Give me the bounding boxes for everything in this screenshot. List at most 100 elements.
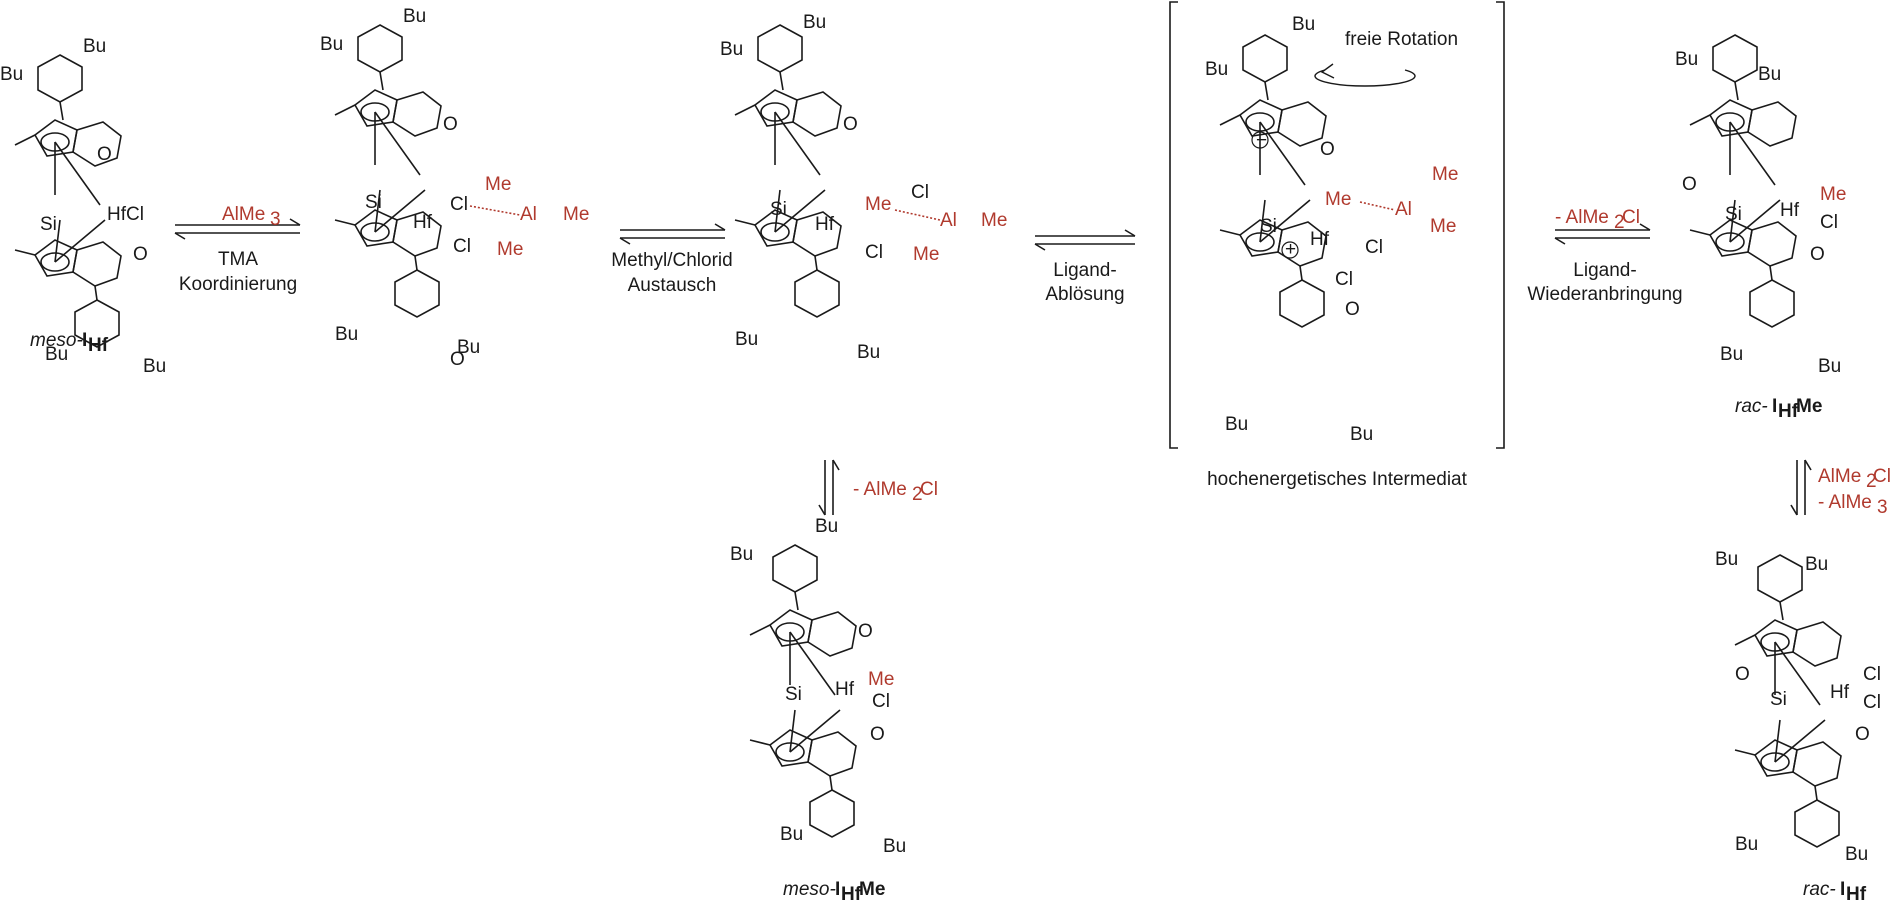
tbu-label: Bu [1715,549,1738,570]
wiederanbringung-label: Wiederanbringung [1527,284,1682,305]
me-label: Me [865,194,891,215]
si-label: Si [1770,689,1787,710]
o-label: O [443,114,458,135]
tbu-label: Bu [730,544,753,565]
o-label: O [1855,724,1870,745]
me-label: Me [497,239,523,260]
svg-text:−: − [1256,130,1267,151]
hf-label: Hf [815,214,835,235]
structure-intermediate: Bu Bu − Si + Hf Me Al Me Me Cl Cl O O Bu… [1205,14,1458,445]
tbu-label: Bu [1818,356,1841,377]
tbu-label: Bu [1292,14,1315,35]
caption-rac: rac- [1803,879,1836,900]
tbu-label: Bu [780,824,803,845]
svg-text:Cl: Cl [920,479,938,500]
tbu-label: Bu [1845,844,1868,865]
minus-almecl-label-2: - AlMe [1555,207,1609,228]
svg-text:Me: Me [1796,396,1822,417]
svg-text:Hf: Hf [1778,401,1799,422]
svg-text:3: 3 [270,209,281,230]
tbu-label: Bu [1720,344,1743,365]
cl-label: Cl [872,691,890,712]
tbu-label: Bu [1225,414,1248,435]
cl-label: Cl [1820,212,1838,233]
cl-label: Cl [1335,269,1353,290]
almeme3-label: AlMe [222,204,265,225]
tbu-label: Bu [335,324,358,345]
structure-tma-adduct: Bu Bu Si Hf Cl Cl Me Al Me Me O O Bu Bu [320,6,589,370]
o-label: O [450,349,465,370]
ligand-label: Ligand- [1053,260,1116,281]
equilibrium-arrow-vertical-1 [818,459,840,516]
hfcl2-label: HfCl [107,204,144,225]
al-label: Al [520,204,537,225]
equilibrium-arrow-vertical-2 [1790,459,1812,516]
austausch-label: Austausch [628,275,717,296]
tbu-label: Bu [1205,59,1228,80]
caption-meso-sub: Hf [88,335,109,356]
tbu-label: Bu [320,34,343,55]
me-label: Me [868,669,894,690]
svg-text:2: 2 [1866,471,1877,492]
tbu-label: Bu [815,516,838,537]
o-label: O [858,621,873,642]
svg-text:Hf: Hf [841,884,862,903]
tbu-label: Bu [1350,424,1373,445]
tbu-label: Bu [457,337,480,358]
svg-text:Me: Me [859,879,885,900]
tbu-label: Bu [83,36,106,57]
o-label: O [1735,664,1750,685]
si-label: Si [1725,204,1742,225]
tbu-label: Bu [0,64,23,85]
cl-label: Cl [1365,237,1383,258]
minus-almeme3-label: - AlMe [1818,492,1872,513]
structure-meso-ihf: Bu Bu Si HfCl O O Bu Bu [0,36,166,377]
me-label: Me [1820,184,1846,205]
cl-label: Cl [450,194,468,215]
me-label: Me [1325,189,1351,210]
si-label: Si [40,214,57,235]
cl-label: Cl [865,242,883,263]
svg-text:Cl: Cl [1873,466,1891,487]
o-label: O [133,244,148,265]
tbu-label: Bu [403,6,426,27]
svg-text:Cl: Cl [1622,207,1640,228]
svg-text:3: 3 [1877,497,1888,518]
hf-label: Hf [1310,229,1330,250]
minus-almecl-label: - AlMe [853,479,907,500]
tbu-label: Bu [883,836,906,857]
hf-label: Hf [1830,682,1850,703]
tbu-label: Bu [1675,49,1698,70]
abloesung-label: Ablösung [1045,284,1124,305]
intermediate-caption: hochenergetisches Intermediat [1207,469,1468,490]
o-label: O [97,144,112,165]
tbu-label: Bu [720,39,743,60]
structure-methyl-exchange: Bu Bu Si Hf Me Cl Cl Al Me Me O Bu Bu [720,12,1007,363]
tbu-label: Bu [1735,834,1758,855]
tma-label: TMA [218,249,258,270]
al-label: Al [1395,199,1412,220]
me-label: Me [981,210,1007,231]
equilibrium-arrow-4 [1554,223,1651,245]
tbu-label: Bu [45,344,68,365]
tbu-label: Bu [1805,554,1828,575]
caption-meso: meso- [30,330,83,351]
si-label: Si [365,192,382,213]
svg-text:I: I [835,879,840,900]
si-label: Si [785,684,802,705]
tbu-label: Bu [803,12,826,33]
si-label: Si [770,199,787,220]
intermediate-bracket [1169,1,1505,449]
hf-label: Hf [1780,200,1800,221]
svg-text:2: 2 [1614,212,1625,233]
svg-text:I: I [1840,879,1845,900]
tbu-label: Bu [857,342,880,363]
tbu-label: Bu [1758,64,1781,85]
structure-rac-ihf: Bu Bu O Si Hf Cl Cl O Bu Bu [1715,549,1881,865]
almecl-right-label: AlMe [1818,466,1861,487]
o-label: O [1345,299,1360,320]
cl-label: Cl [453,236,471,257]
o-label: O [843,114,858,135]
caption-rac-me: rac- [1735,396,1768,417]
structure-rac-ihfme: Bu Bu O Si Hf Me Cl O Bu Bu [1675,34,1846,377]
